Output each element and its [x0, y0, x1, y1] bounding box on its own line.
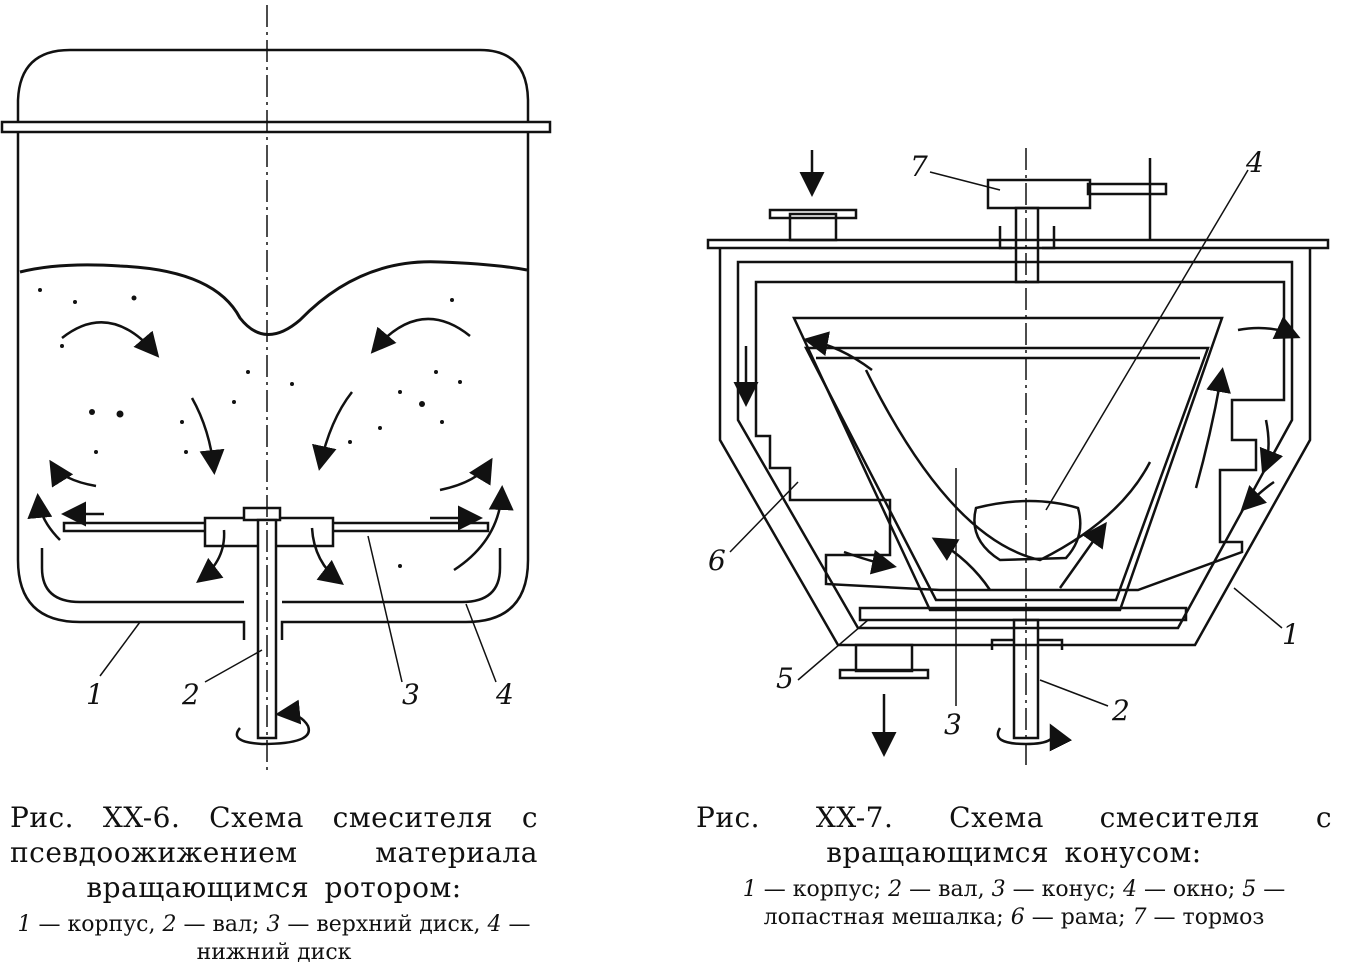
- right-cover-plate: [708, 240, 1328, 248]
- right-label-7: 7: [910, 150, 928, 183]
- flow-arrow: [866, 370, 1150, 560]
- flow-arrow: [312, 392, 352, 471]
- right-rotation-arrow: [998, 723, 1073, 752]
- right-top-shaft: [1016, 208, 1038, 282]
- flow-arrow: [196, 530, 224, 584]
- right-window: [974, 501, 1080, 560]
- left-vessel-body-right: [282, 132, 528, 640]
- legend-num: 4: [487, 912, 502, 937]
- right-inlet-flange: [770, 210, 856, 218]
- legend-num: 5: [1242, 877, 1257, 902]
- left-mixer-diagram: [2, 5, 550, 770]
- left-lid: [18, 50, 528, 123]
- leader-line: [1234, 588, 1282, 628]
- flow-arrow: [844, 549, 897, 575]
- left-particles: [38, 288, 462, 568]
- leader-line: [205, 650, 262, 682]
- flow-arrow: [1238, 316, 1301, 339]
- legend-num: 4: [1122, 877, 1137, 902]
- flow-arrow: [1060, 521, 1107, 588]
- legend-num: 2: [162, 912, 177, 937]
- legend-text: — корпус;: [763, 877, 889, 902]
- legend-num: 7: [1132, 904, 1147, 930]
- left-caption-legend: 1 — корпус, 2 — вал; 3 — верхний диск, 4…: [10, 911, 538, 966]
- leader-line: [1046, 170, 1248, 510]
- left-vessel-body: [18, 132, 244, 640]
- legend-text: — верхний диск,: [287, 912, 488, 937]
- right-outer-body: [720, 248, 1310, 645]
- right-label-3: 3: [944, 708, 962, 741]
- flow-arrow: [454, 485, 514, 570]
- legend-num: 3: [991, 877, 1006, 902]
- leader-line: [466, 604, 496, 682]
- right-label-6: 6: [708, 544, 726, 577]
- legend-text: — тормоз: [1153, 904, 1265, 930]
- right-caption-title: Рис. XX-7. Схема смесителя с вращающимся…: [696, 801, 1332, 869]
- right-top-bearing: [1000, 226, 1054, 248]
- right-label-1: 1: [1282, 618, 1300, 651]
- flow-arrow: [62, 322, 160, 358]
- right-brake-block: [988, 180, 1090, 208]
- flow-arrow: [1196, 367, 1231, 488]
- right-brake-lever: [1088, 184, 1166, 194]
- left-lower-disk-right: [282, 548, 500, 602]
- legend-num: 1: [17, 912, 32, 937]
- flow-arrow: [370, 319, 470, 354]
- leader-line: [930, 172, 1000, 190]
- right-outlet-flange: [840, 670, 928, 678]
- right-label-2: 2: [1111, 694, 1130, 727]
- legend-num: 6: [1010, 904, 1025, 930]
- flow-arrow: [1259, 420, 1284, 475]
- right-label-4: 4: [1245, 146, 1264, 179]
- left-lower-disk: [42, 548, 244, 602]
- right-bottom-bearing: [992, 640, 1062, 650]
- flow-arrow: [312, 528, 344, 586]
- legend-num: 2: [888, 877, 903, 902]
- legend-num: 3: [266, 912, 281, 937]
- left-label-4: 4: [495, 678, 514, 711]
- leader-line: [100, 622, 140, 676]
- left-label-3: 3: [402, 678, 420, 711]
- left-label-1: 1: [86, 678, 104, 711]
- legend-text: — окно;: [1143, 877, 1243, 902]
- legend-num: 1: [742, 877, 757, 902]
- left-rotation-arrow: [237, 699, 309, 744]
- flow-arrow: [440, 457, 493, 490]
- leader-line: [798, 620, 868, 680]
- right-label-5: 5: [776, 662, 794, 695]
- left-label-2: 2: [181, 678, 200, 711]
- right-inner-frame: [738, 262, 1292, 628]
- right-mixer-diagram: [708, 148, 1328, 770]
- left-caption-title: Рис. XX-6. Схема смесителя с псевдоожиже…: [10, 801, 538, 904]
- right-inlet-nozzle: [790, 214, 836, 240]
- flow-arrow: [27, 493, 60, 540]
- legend-text: — вал;: [183, 912, 267, 937]
- left-caption: Рис. XX-6. Схема смесителя с псевдоожиже…: [10, 800, 538, 966]
- flow-arrow: [1240, 482, 1274, 512]
- leader-line: [368, 536, 402, 682]
- leader-line: [1040, 680, 1108, 706]
- legend-text: — вал,: [909, 877, 992, 902]
- right-cone-inner: [806, 348, 1208, 600]
- right-outlet-nozzle: [856, 645, 912, 671]
- flow-arrow: [49, 459, 96, 488]
- legend-text: — корпус,: [38, 912, 163, 937]
- right-rotor-frame: [756, 282, 1284, 590]
- flow-arrow: [931, 537, 990, 590]
- left-hub-cap: [244, 508, 280, 520]
- flow-arrow: [803, 331, 872, 370]
- legend-text: — конус;: [1012, 877, 1123, 902]
- legend-text: — нижний диск: [196, 912, 531, 965]
- flow-arrow: [192, 398, 225, 475]
- right-caption-legend: 1 — корпус; 2 — вал, 3 — конус; 4 — окно…: [696, 876, 1332, 931]
- legend-text: — лопастная мешалка;: [763, 877, 1286, 930]
- legend-text: — рама;: [1031, 904, 1133, 930]
- right-cone: [794, 318, 1222, 610]
- left-flange: [2, 122, 550, 132]
- leader-line: [730, 482, 798, 552]
- right-caption: Рис. XX-7. Схема смесителя с вращающимся…: [696, 800, 1332, 931]
